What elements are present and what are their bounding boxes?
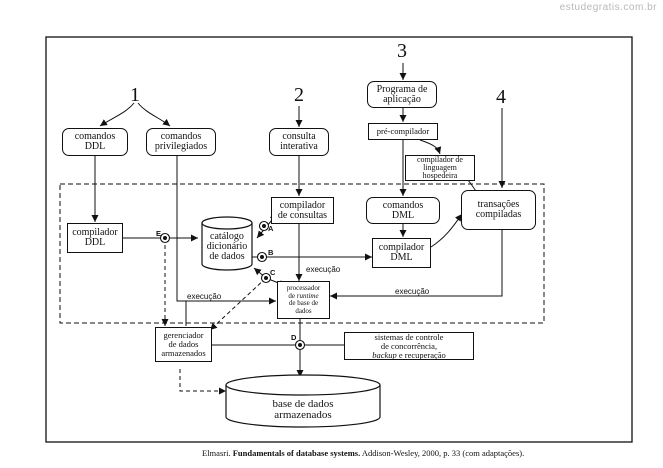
outer-frame	[45, 36, 633, 443]
figure-caption: Elmasri. Fundamentals of database system…	[202, 448, 525, 458]
arrow-1-to-comandos-ddl	[99, 102, 135, 127]
box-processador-runtime: processador de runtime de base de dados	[277, 281, 330, 319]
label-number-2: 2	[294, 84, 304, 106]
watermark: estudegratis.com.br	[559, 2, 657, 13]
label-number-3: 3	[397, 40, 407, 62]
label-number-1: 1	[130, 84, 140, 106]
label-point-c: C	[270, 268, 276, 277]
catalogo-cylinder	[201, 216, 253, 271]
dbms-boundary	[59, 183, 545, 324]
label-number-4: 4	[496, 86, 506, 108]
arrow-pre-to-linguagem	[419, 139, 442, 155]
arrow-compilador-dml-to-transacoes	[430, 213, 463, 248]
arrow-transacoes-to-processador	[330, 230, 503, 300]
box-pre-compilador: pré-compilador	[368, 123, 438, 140]
label-execucao-right: execução	[395, 287, 430, 296]
base-dados-cylinder	[225, 374, 381, 428]
line-privilegiados-down	[176, 156, 276, 305]
label-point-a: A	[268, 224, 274, 233]
label-execucao-left: execução	[187, 292, 222, 301]
arrow-1-to-comandos-privilegiados	[137, 102, 171, 127]
dashed-gerenciador-to-base	[179, 369, 226, 395]
label-point-e: E	[156, 229, 162, 238]
label-point-b: B	[268, 248, 274, 257]
label-point-d: D	[291, 333, 297, 342]
label-execucao-mid: execução	[306, 265, 341, 274]
dashed-c-to-gerenciador	[209, 277, 267, 331]
box-sistemas-controle: sistemas de controle de concorrência, ba…	[344, 332, 474, 360]
